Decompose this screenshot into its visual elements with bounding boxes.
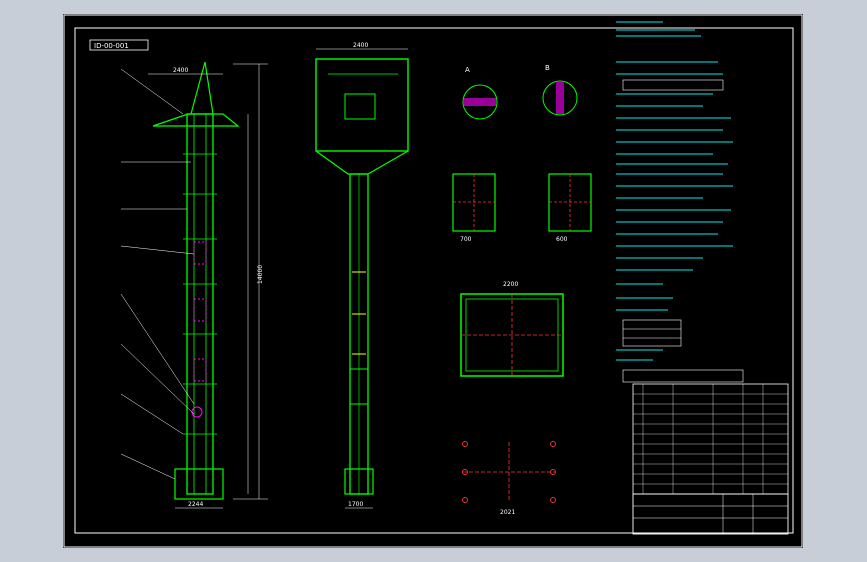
title-block [632, 493, 789, 535]
section-b-hatch [556, 82, 564, 114]
height-dims [233, 63, 268, 500]
flange-right-dim: 600 [556, 236, 568, 243]
head-hood [190, 61, 214, 115]
side-dash-markers [352, 271, 366, 355]
top-width-left: 2400 [173, 67, 188, 74]
side-boot [344, 468, 374, 495]
drawing-canvas: ID-00-001 [63, 14, 803, 548]
head-platform [152, 113, 240, 127]
casing-left [186, 113, 214, 495]
base-right-dim: 1700 [348, 501, 363, 508]
top-width-right: 2400 [353, 42, 368, 49]
side-view: 2400 1700 [315, 42, 409, 509]
leader-lines [120, 68, 195, 480]
sheet-border [63, 14, 803, 548]
param-tables [622, 79, 744, 383]
bolt-dim: 2021 [500, 509, 515, 516]
section-a-hatch [464, 98, 496, 106]
side-motor [349, 368, 369, 405]
code-stamp-text: ID-00-001 [94, 42, 129, 50]
technical-notes [616, 21, 733, 361]
frame-border [74, 27, 794, 534]
parts-list [632, 383, 789, 495]
flange-left [452, 173, 496, 232]
head-box [315, 58, 409, 152]
casing-flanges [183, 153, 217, 435]
drive-pulley [191, 406, 203, 418]
total-height-dim: 14000 [257, 265, 264, 284]
section-a-label: A [465, 66, 470, 74]
inspection-doors [193, 241, 207, 382]
base-left-dim: 2244 [188, 501, 203, 508]
bolt-holes [462, 441, 556, 503]
front-view: 14000 2400 2244 [120, 61, 268, 509]
drawing-sheet: ID-00-001 [63, 14, 803, 548]
code-stamp [89, 39, 149, 51]
section-details: A B 700 600 2200 [452, 64, 592, 516]
flange-left-dim: 700 [460, 236, 472, 243]
section-b-label: B [545, 64, 550, 72]
boot-section [174, 468, 224, 500]
flange-right [548, 173, 592, 232]
head-drive [344, 93, 376, 120]
section-a-circle [462, 84, 498, 120]
plan-width-dim: 2200 [503, 281, 518, 288]
section-b-circle [542, 80, 578, 116]
head-hopper [315, 150, 409, 175]
